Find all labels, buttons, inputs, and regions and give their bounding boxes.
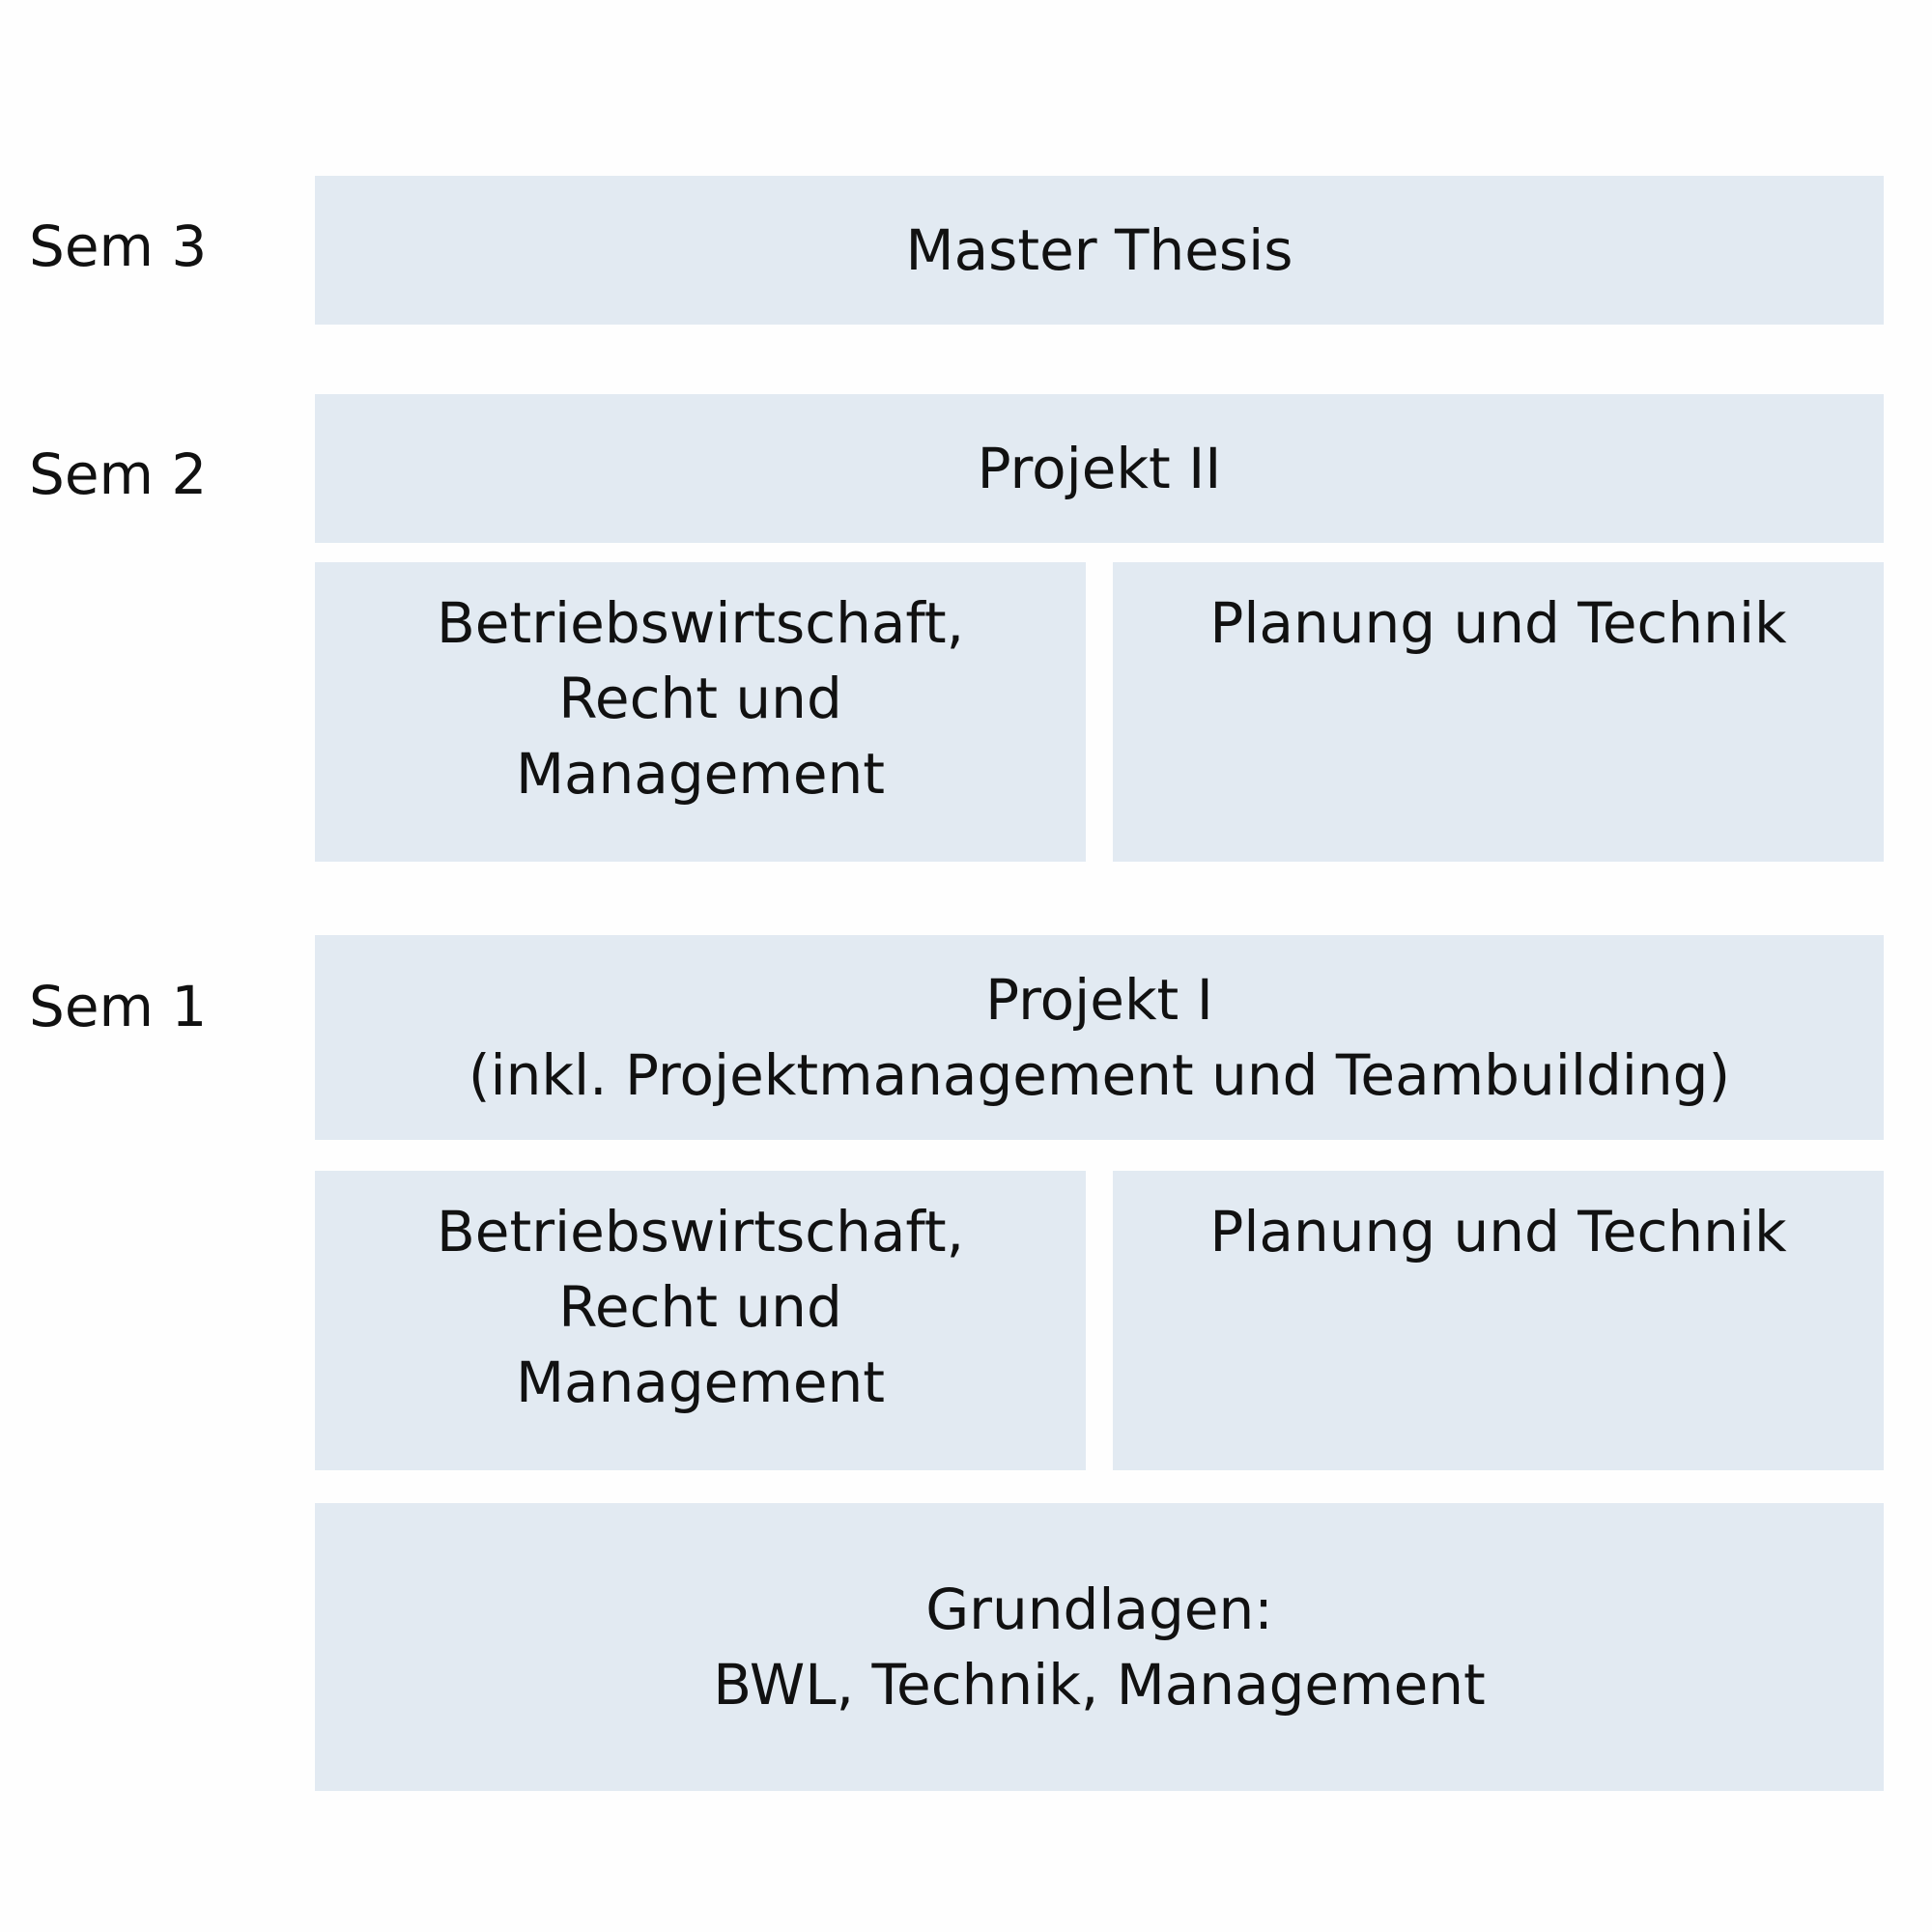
projekt-1-line-1: Projekt I xyxy=(985,967,1213,1033)
grundlagen-line-1: Grundlagen: xyxy=(925,1577,1273,1642)
sem1-bwl-line-2: Recht und xyxy=(558,1274,842,1340)
sem2-bwl-line-3: Management xyxy=(515,741,886,807)
sem2-bwl-line-2: Recht und xyxy=(558,666,842,731)
sem1-bwl-line-1: Betriebswirtschaft, xyxy=(436,1199,964,1264)
semester-label-2: Sem 2 xyxy=(29,441,208,507)
sem1-planung-technik-block: Planung und Technik xyxy=(1113,1171,1884,1470)
projekt-2-block: Projekt II xyxy=(315,394,1884,543)
semester-label-3: Sem 3 xyxy=(29,213,208,279)
sem2-planung-technik-block: Planung und Technik xyxy=(1113,562,1884,862)
projekt-2-label: Projekt II xyxy=(977,436,1222,501)
projekt-1-block: Projekt I (inkl. Projektmanagement und T… xyxy=(315,935,1884,1140)
master-thesis-label: Master Thesis xyxy=(905,217,1293,283)
sem2-bwl-line-1: Betriebswirtschaft, xyxy=(436,590,964,656)
master-thesis-block: Master Thesis xyxy=(315,176,1884,325)
projekt-1-line-2: (inkl. Projektmanagement und Teambuildin… xyxy=(468,1042,1731,1108)
sem1-bwl-recht-management-block: Betriebswirtschaft, Recht und Management xyxy=(315,1171,1086,1470)
grundlagen-block: Grundlagen: BWL, Technik, Management xyxy=(315,1503,1884,1791)
sem2-technik-label: Planung und Technik xyxy=(1209,590,1787,656)
semester-label-1: Sem 1 xyxy=(29,974,208,1039)
sem2-bwl-recht-management-block: Betriebswirtschaft, Recht und Management xyxy=(315,562,1086,862)
grundlagen-line-2: BWL, Technik, Management xyxy=(713,1652,1486,1718)
sem1-technik-label: Planung und Technik xyxy=(1209,1199,1787,1264)
sem1-bwl-line-3: Management xyxy=(515,1350,886,1415)
